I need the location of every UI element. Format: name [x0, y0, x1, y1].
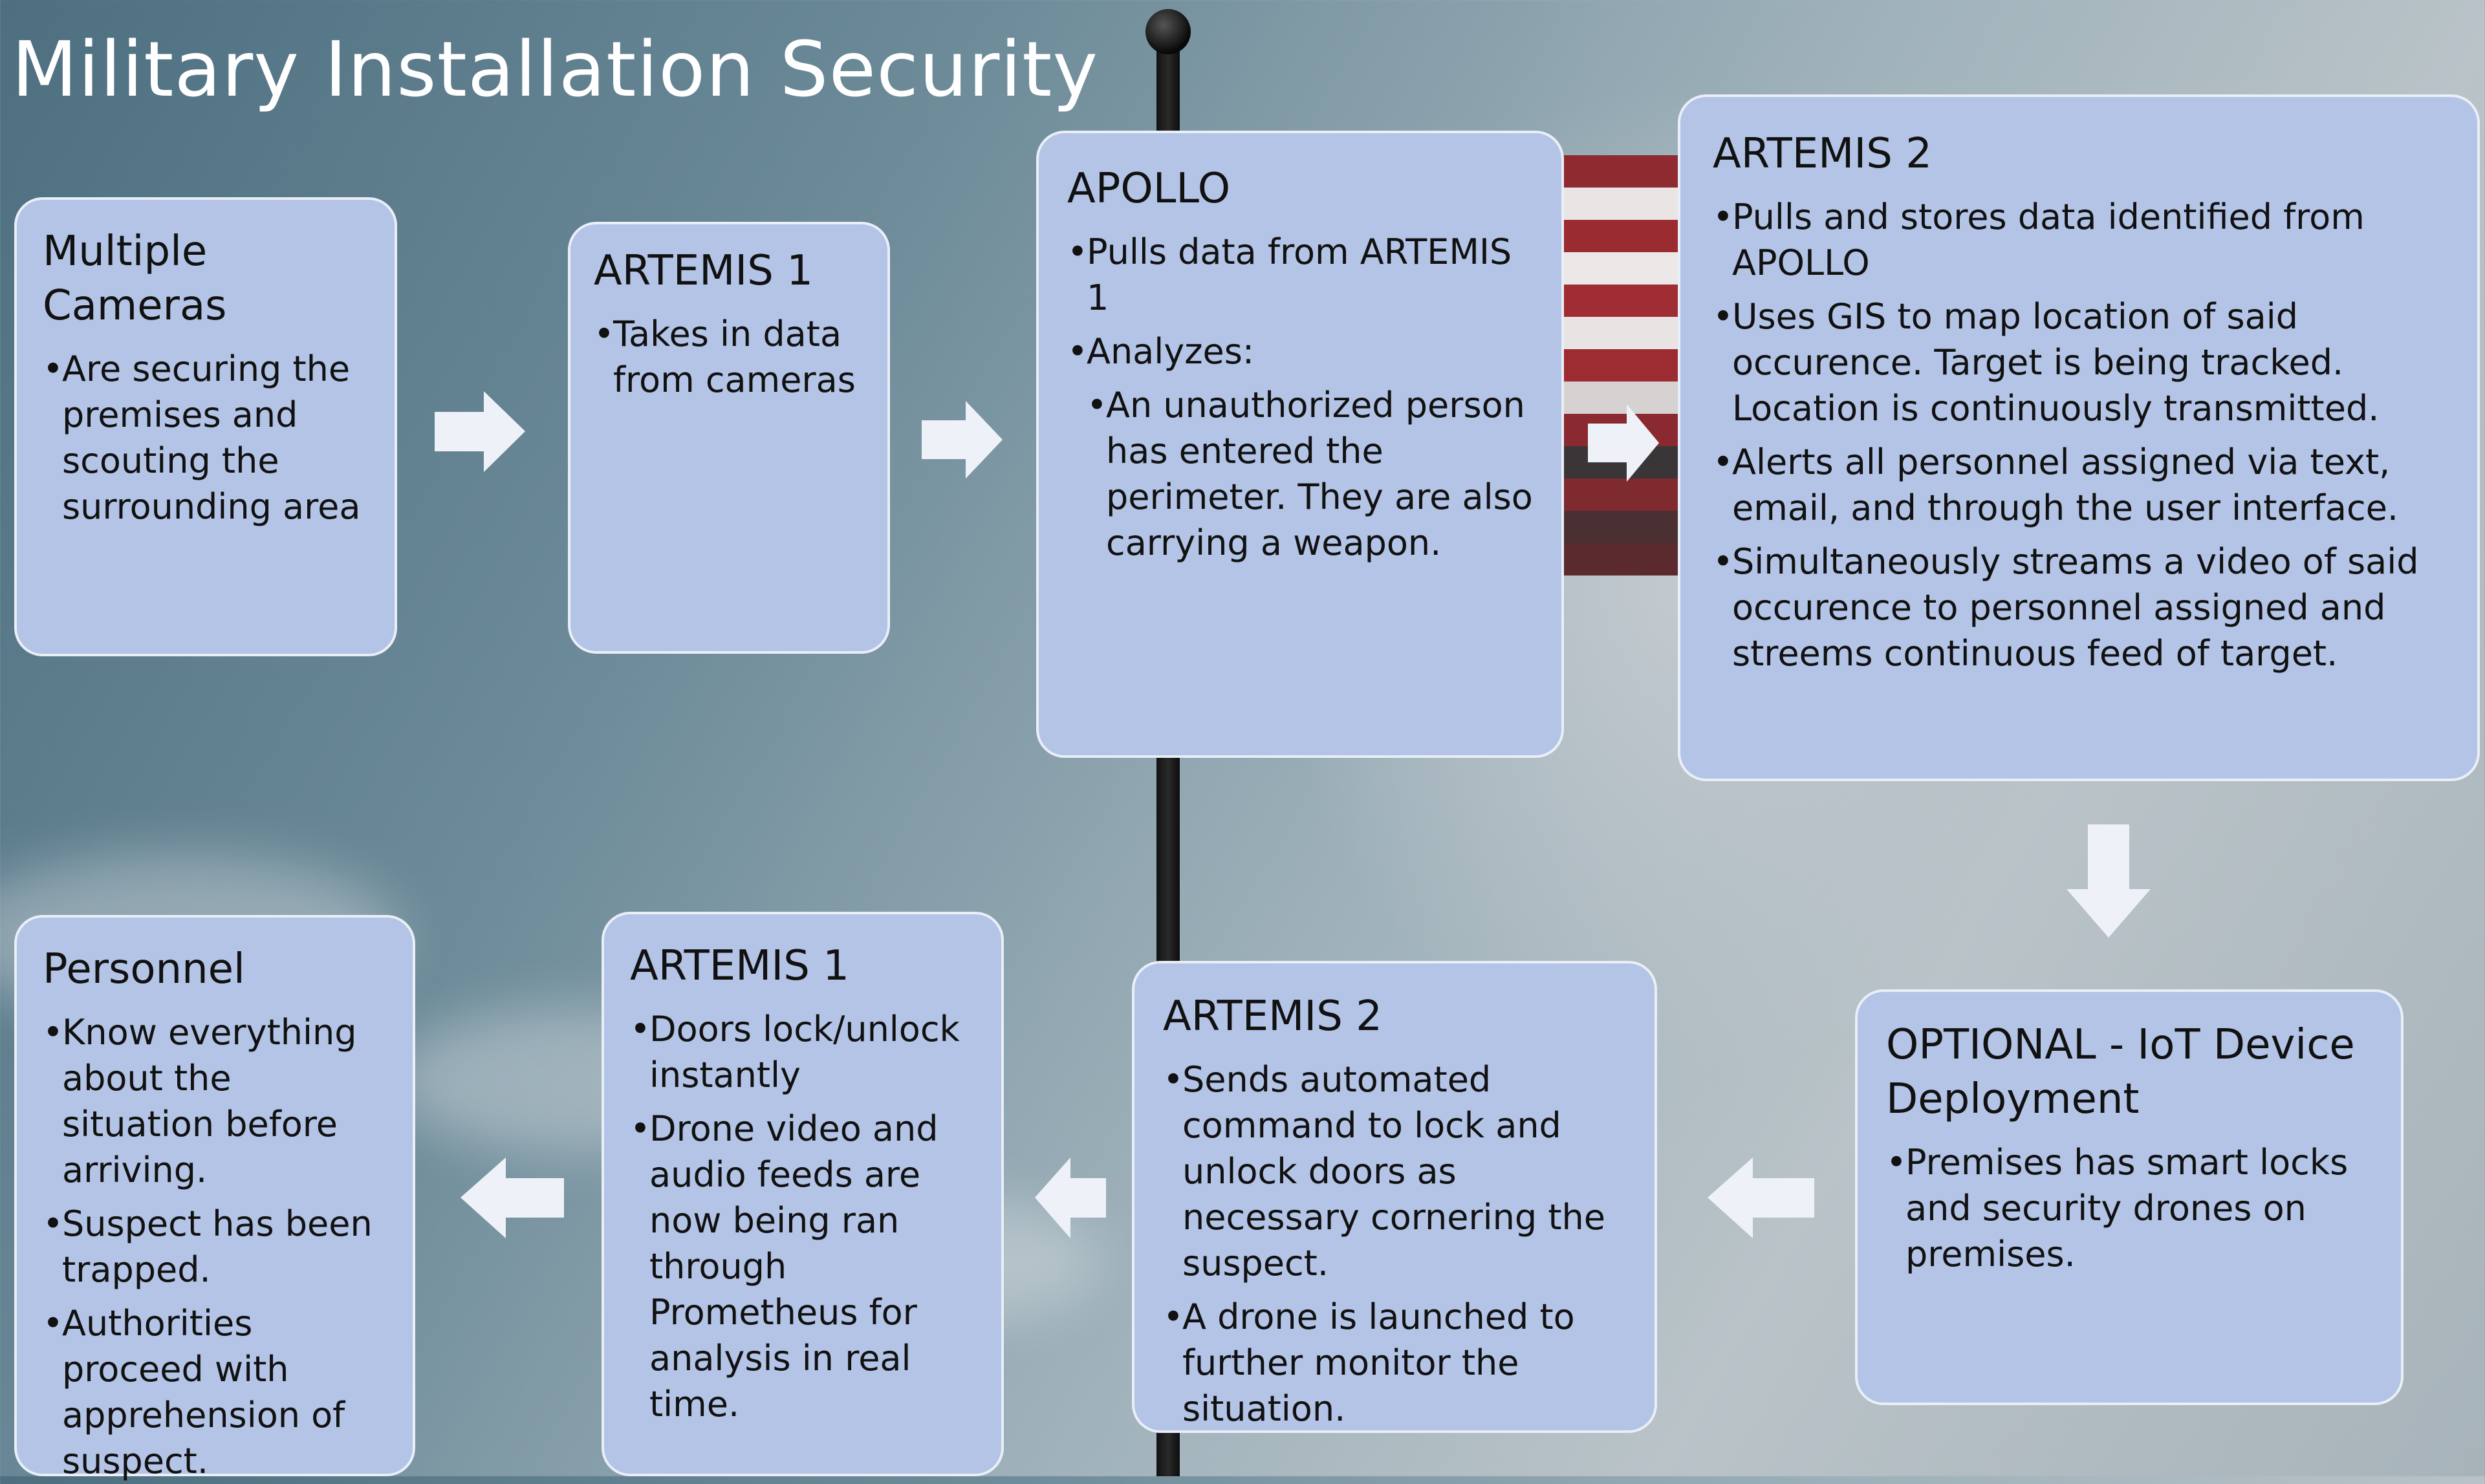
bullet: Uses GIS to map location of said occuren…: [1713, 294, 2451, 431]
arrow-left-icon: [461, 1157, 564, 1238]
bullet: Suspect has been trapped.: [43, 1201, 391, 1293]
node-artemis-2-bottom: ARTEMIS 2 Sends automated command to loc…: [1132, 961, 1657, 1433]
node-artemis-2-top: ARTEMIS 2 Pulls and stores data identifi…: [1678, 94, 2480, 781]
bullet: Simultaneously streams a video of said o…: [1713, 539, 2451, 676]
node-title: ARTEMIS 1: [594, 247, 813, 295]
node-bullets: Doors lock/unlock instantly Drone video …: [630, 1006, 982, 1427]
node-optional-iot: OPTIONAL - IoT Device Deployment Premise…: [1855, 989, 2404, 1405]
bullet: Authorities proceed with apprehension of…: [43, 1300, 391, 1484]
node-title: OPTIONAL - IoT Device Deployment: [1886, 1021, 2355, 1123]
node-title: Personnel: [43, 945, 245, 993]
sub-bullet: An unauthorized person has entered the p…: [1087, 382, 1535, 566]
american-flag: [1549, 155, 1698, 575]
node-title: Multiple Cameras: [43, 228, 227, 330]
bullet: Know everything about the situation befo…: [43, 1009, 391, 1193]
flagpole-finial: [1145, 9, 1191, 54]
node-artemis-1-top: ARTEMIS 1 Takes in data from cameras: [568, 222, 890, 654]
arrow-down-icon: [2067, 824, 2151, 938]
node-bullets: Know everything about the situation befo…: [43, 1009, 391, 1484]
node-apollo: APOLLO Pulls data from ARTEMIS 1 Analyze…: [1036, 131, 1564, 758]
node-bullets: Pulls data from ARTEMIS 1 Analyzes: An u…: [1067, 229, 1535, 566]
arrow-right-icon: [922, 401, 1003, 479]
page-title: Military Installation Security: [12, 25, 1099, 114]
arrow-right-icon: [1588, 404, 1659, 482]
node-personnel: Personnel Know everything about the situ…: [14, 915, 415, 1481]
bullet: Sends automated command to lock and unlo…: [1163, 1057, 1631, 1286]
arrow-left-icon: [1708, 1157, 1814, 1238]
bullet: Drone video and audio feeds are now bein…: [630, 1106, 982, 1427]
bullet: Alerts all personnel assigned via text, …: [1713, 439, 2451, 531]
bullet: A drone is launched to further monitor t…: [1163, 1294, 1631, 1432]
node-title: ARTEMIS 1: [630, 942, 849, 990]
bullet: Pulls and stores data identified from AP…: [1713, 194, 2451, 286]
node-title: ARTEMIS 2: [1163, 993, 1382, 1040]
bullet: Analyzes:: [1067, 328, 1535, 374]
arrow-right-icon: [435, 391, 525, 472]
node-multiple-cameras: Multiple Cameras Are securing the premis…: [14, 197, 397, 656]
bullet: Premises has smart locks and security dr…: [1886, 1139, 2375, 1277]
arrow-left-icon: [1035, 1157, 1106, 1238]
node-bullets: Are securing the premises and scouting t…: [43, 346, 370, 530]
node-bullets: Premises has smart locks and security dr…: [1886, 1139, 2375, 1277]
node-bullets: Takes in data from cameras: [594, 311, 867, 403]
bullet: Takes in data from cameras: [594, 311, 867, 403]
bullet: Pulls data from ARTEMIS 1: [1067, 229, 1535, 321]
bullet: Are securing the premises and scouting t…: [43, 346, 370, 530]
bullet: Doors lock/unlock instantly: [630, 1006, 982, 1098]
node-title: ARTEMIS 2: [1713, 130, 1932, 178]
node-title: APOLLO: [1067, 165, 1231, 213]
node-bullets: Sends automated command to lock and unlo…: [1163, 1057, 1631, 1432]
node-bullets: Pulls and stores data identified from AP…: [1713, 194, 2451, 676]
node-artemis-1-bottom: ARTEMIS 1 Doors lock/unlock instantly Dr…: [602, 912, 1004, 1476]
